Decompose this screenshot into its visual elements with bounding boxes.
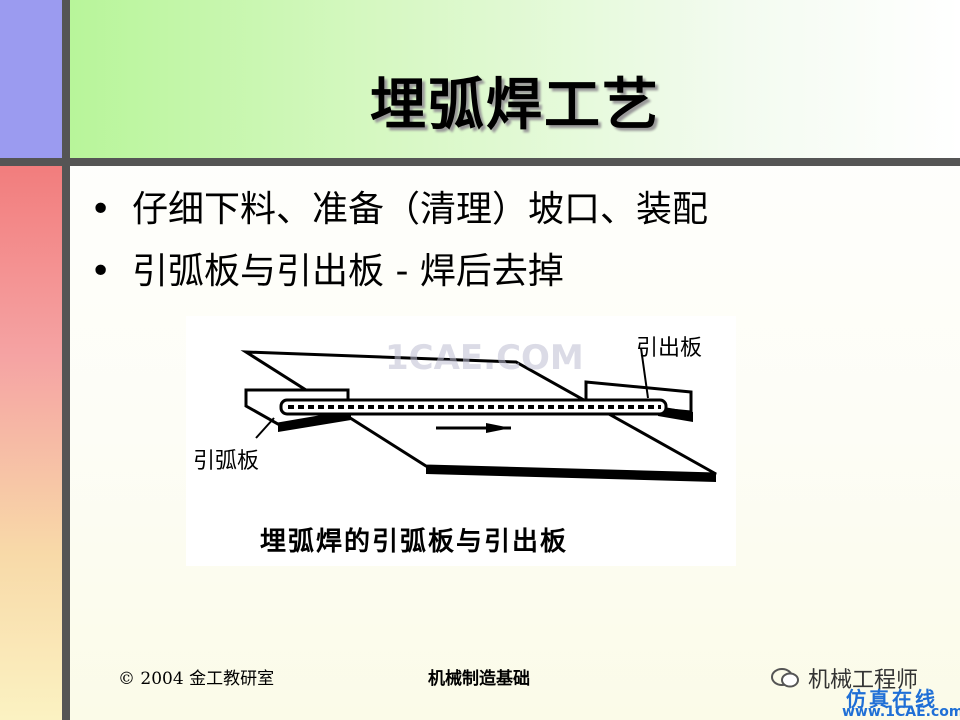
title-band xyxy=(70,0,960,158)
weld-seam xyxy=(279,398,668,416)
left-accent-bar-bottom xyxy=(0,160,62,720)
footer-course-name: 机械制造基础 xyxy=(428,669,530,689)
run-on-tab-edge xyxy=(278,412,351,432)
welding-tabs-figure xyxy=(186,316,736,566)
footer-copyright: © 2004 金工教研室 xyxy=(118,669,275,689)
run-on-tab-leader xyxy=(255,417,275,439)
bullet-text: 引弧板与引出板 - 焊后去掉 xyxy=(132,251,564,292)
site-tagline-watermark: 仿真在线 xyxy=(846,687,938,711)
site-url-watermark: www.1CAE.com xyxy=(842,704,960,720)
site-watermark-text: 1CAE.COM xyxy=(385,338,584,378)
workpiece-plate-edge xyxy=(426,466,716,482)
left-accent-bar-top xyxy=(0,0,62,160)
wechat-account-name: 机械工程师 xyxy=(808,668,919,693)
wechat-watermark: 机械工程师 xyxy=(770,662,918,694)
bullet-text: 仔细下料、准备（清理）坡口、装配 xyxy=(132,189,709,230)
horizontal-divider xyxy=(0,158,960,166)
figure-caption: 埋弧焊的引弧板与引出板 xyxy=(260,527,569,557)
wechat-icon xyxy=(770,667,800,689)
page-title: 埋弧焊工艺 xyxy=(370,73,660,138)
run-out-tab-label: 引出板 xyxy=(636,336,703,361)
run-out-tab-leader xyxy=(640,347,649,399)
bullet-item: • 引弧板与引出板 - 焊后去掉 xyxy=(90,250,708,312)
welding-tabs-drawing xyxy=(240,347,717,482)
bullet-marker: • xyxy=(90,251,112,292)
bullet-marker: • xyxy=(90,189,112,230)
run-on-tab-label: 引弧板 xyxy=(193,449,260,474)
vertical-divider xyxy=(62,0,70,720)
bullet-list: • 仔细下料、准备（清理）坡口、装配 • 引弧板与引出板 - 焊后去掉 xyxy=(90,188,708,312)
bullet-item: • 仔细下料、准备（清理）坡口、装配 xyxy=(90,188,708,250)
welding-direction-arrow xyxy=(436,423,511,433)
